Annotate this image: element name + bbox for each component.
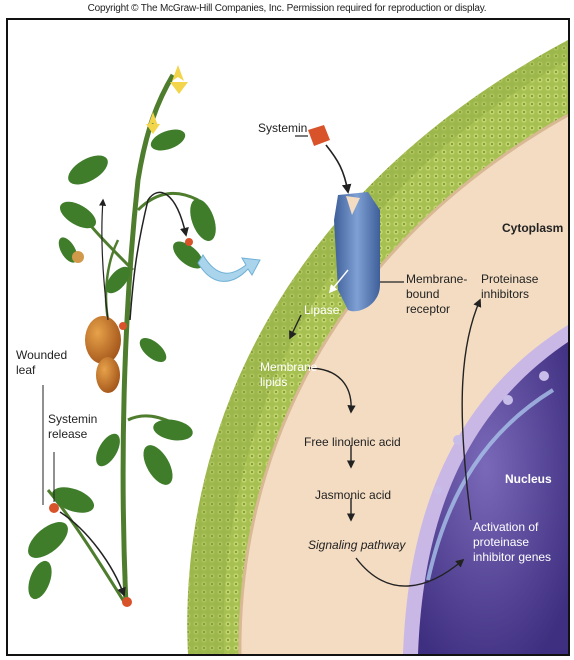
label-activation-of-proteinase-inhibitor-genes: Activation of proteinase inhibitor genes <box>473 520 551 565</box>
label-membrane-lipids: Membrane lipids <box>260 360 317 390</box>
label-signaling-pathway: Signaling pathway <box>308 538 405 553</box>
label-wounded-leaf: Wounded leaf <box>16 348 67 378</box>
systemin-dot <box>185 238 193 246</box>
label-systemin-release: Systemin release <box>48 412 97 442</box>
label-jasmonic-acid: Jasmonic acid <box>315 488 391 503</box>
label-free-linolenic-acid: Free linolenic acid <box>304 435 401 450</box>
systemin-dot <box>122 597 132 607</box>
label-membrane-bound-receptor: Membrane- bound receptor <box>406 272 467 317</box>
copyright-notice: Copyright © The McGraw-Hill Companies, I… <box>0 3 574 14</box>
tomato-fruit <box>96 357 120 393</box>
systemin-dot <box>119 322 127 330</box>
label-cytoplasm: Cytoplasm <box>502 221 563 236</box>
label-lipase: Lipase <box>304 303 339 318</box>
tomato-fruit <box>85 316 121 364</box>
zoom-arrow <box>198 255 260 281</box>
label-proteinase-inhibitors: Proteinase inhibitors <box>481 272 538 302</box>
label-nucleus: Nucleus <box>505 472 552 487</box>
label-systemin: Systemin <box>258 121 307 136</box>
systemin-dot <box>49 503 59 513</box>
figure-frame: Systemin Cytoplasm Membrane- bound recep… <box>6 18 570 656</box>
